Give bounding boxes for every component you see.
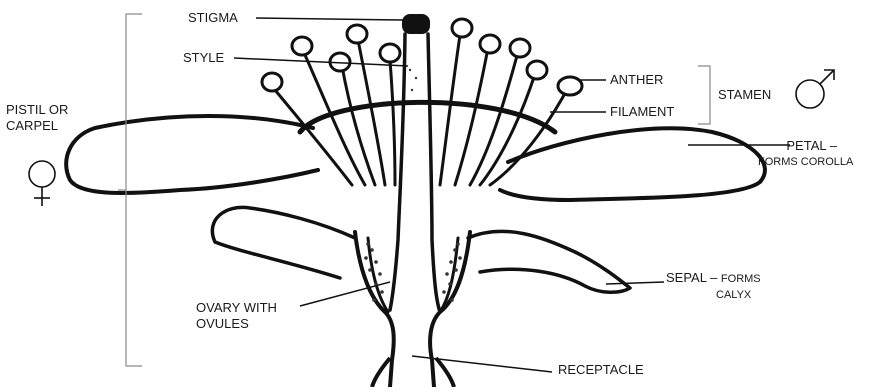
petal-label: PETAL – FORMS COROLLA (770, 138, 853, 170)
pistil-label: PISTIL OR CARPEL (6, 102, 68, 134)
stamen-label: STAMEN (718, 87, 771, 103)
stamen-bracket (698, 66, 710, 124)
female-symbol (29, 161, 55, 206)
pistil-bracket (126, 14, 142, 366)
stigma-cap (402, 14, 430, 34)
right-petal (500, 128, 765, 200)
stalk (372, 358, 454, 387)
style-label: STYLE (183, 50, 224, 66)
anther-label: ANTHER (610, 72, 663, 88)
right-sepal (468, 231, 630, 292)
style-line-right (428, 34, 440, 312)
left-sepal (212, 207, 355, 278)
stigma-label: STIGMA (188, 10, 238, 26)
ovary-label: OVARY WITH OVULES (196, 300, 277, 332)
filament-label: FILAMENT (610, 104, 674, 120)
receptacle-label: RECEPTACLE (558, 362, 644, 378)
left-petal (66, 116, 318, 193)
male-symbol (796, 70, 834, 108)
sepal-label: SEPAL – FORMS CALYX (666, 270, 761, 303)
